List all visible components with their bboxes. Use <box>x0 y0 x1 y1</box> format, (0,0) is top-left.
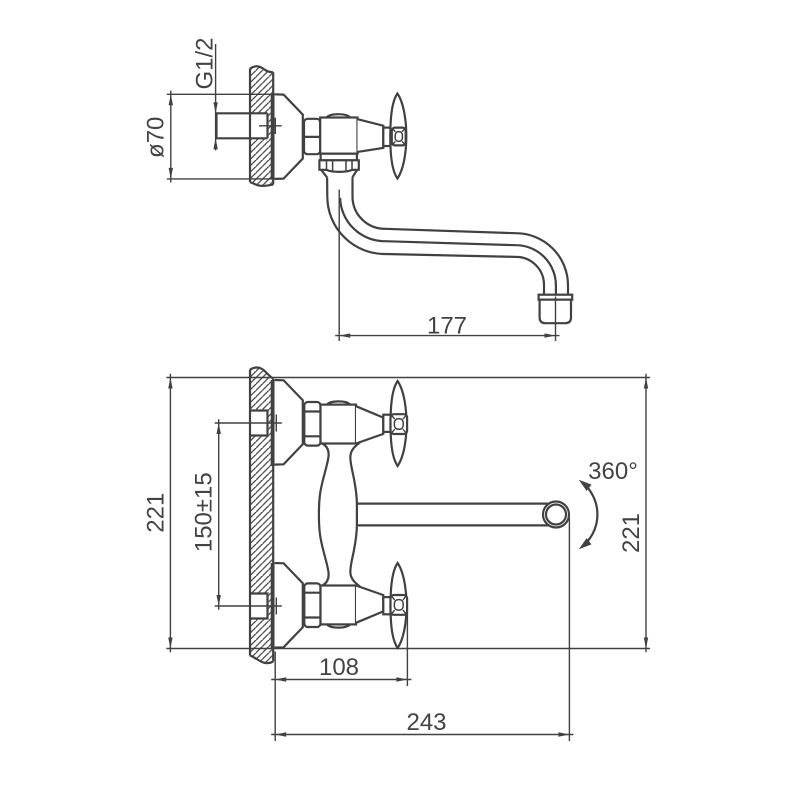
d221-extension-lines <box>166 376 650 650</box>
escutcheon-plan-bottom <box>274 561 304 649</box>
swivel-indicator: 360° <box>578 458 638 550</box>
side-elevation-view: ø70 G1/2 177 <box>143 37 574 341</box>
wall-outline <box>248 65 275 187</box>
body-dome-plan-bottom <box>326 623 352 629</box>
dim-label-221-right: 221 <box>618 513 645 553</box>
g12-arrow-bottom <box>213 138 218 150</box>
swivel-arrow-bottom <box>578 538 592 550</box>
bonnet-taper-plan-bottom <box>355 584 385 624</box>
bonnet-taper-plan-top <box>355 405 385 445</box>
d150-arrow-top <box>216 423 221 434</box>
hex-nut-plan-top <box>303 400 322 447</box>
pipe-centerline-cross <box>259 117 282 134</box>
dia70-arrow-bottom <box>168 167 173 179</box>
handwheel-hub-side <box>390 126 407 147</box>
dim-108: 108 <box>271 610 412 686</box>
spout-outer-line <box>326 177 546 295</box>
dim-flange-diameter: ø70 <box>143 90 284 183</box>
body-dome-plan-top <box>326 400 352 406</box>
body-dome <box>325 113 352 119</box>
dia70-extension-lines <box>166 93 284 180</box>
hub-corner-lines-side <box>392 128 405 145</box>
dim-221-right: 221 <box>618 373 649 653</box>
dim-243: 243 <box>271 517 574 741</box>
spout-pipe-plan-lines <box>356 502 551 527</box>
spout-middle-line <box>339 197 557 295</box>
dim-label-dia70: ø70 <box>143 117 170 158</box>
wall-hatch-area-plan <box>250 367 274 664</box>
d108-arrow-left <box>275 677 287 682</box>
wall-hatch-area <box>250 66 274 186</box>
hex-nut-facets-bottom <box>304 591 321 619</box>
dim-label-221-left: 221 <box>143 493 170 533</box>
dim-spout-reach: 177 <box>335 189 560 341</box>
d108-extension-lines <box>274 610 409 686</box>
wall-outline-plan <box>248 366 275 665</box>
coupling-nut <box>318 159 360 173</box>
handwheel-hub-inner-side <box>394 130 404 143</box>
dim-label-g12: G1/2 <box>192 37 219 89</box>
pipe-centerline-bottom <box>214 597 282 615</box>
d108-arrow-right <box>396 677 408 682</box>
spine-right-contour <box>349 441 362 588</box>
valve-plan-top <box>303 379 409 468</box>
hex-nut-facets-top <box>304 410 321 438</box>
hex-nut-plan-bottom <box>303 582 322 629</box>
d221L-arrow-bottom <box>168 637 173 649</box>
d150-arrow-bottom <box>216 595 221 606</box>
d177-extension-lines <box>338 189 557 341</box>
dim-thread: G1/2 <box>192 37 219 151</box>
g12-arrow-top <box>213 102 218 114</box>
wall-section-side <box>248 65 275 187</box>
valve-body-side <box>319 116 359 155</box>
dia70-arrow-top <box>168 94 173 106</box>
plan-view: 360° 221 150±15 221 <box>143 366 650 741</box>
dim-label-360: 360° <box>588 458 638 485</box>
dim-label-177: 177 <box>427 312 467 339</box>
escutcheon-plan-top <box>274 378 304 466</box>
dim-221-left: 221 <box>143 373 173 653</box>
d243-arrow-right <box>558 732 570 737</box>
swivel-arc <box>580 481 599 548</box>
d243-arrow-left <box>275 732 287 737</box>
dim-label-108: 108 <box>319 654 359 681</box>
dim-150: 150±15 <box>191 419 221 610</box>
handwheel-hub-inner-plan-top <box>393 418 404 431</box>
handwheel-hub-plan-top <box>389 413 409 436</box>
d221R-arrow-top <box>643 377 649 389</box>
spout-inner-line <box>351 177 570 295</box>
d243-extension-lines <box>274 517 571 741</box>
d221R-arrow-bottom <box>643 637 649 649</box>
d177-arrow-right <box>544 333 556 338</box>
spout-outlet-inner-circle <box>544 503 568 526</box>
wall-section-plan <box>248 366 275 665</box>
d221L-arrow-top <box>168 377 173 389</box>
bonnet-taper-side <box>357 118 385 153</box>
coupling-nut-facets <box>325 160 353 171</box>
swivel-arrow-top <box>578 479 592 491</box>
spout-plan <box>356 500 571 529</box>
dim-label-243: 243 <box>406 709 446 736</box>
hub-corner-lines-plan-top <box>391 415 407 433</box>
pipe-centerline-top <box>214 414 282 432</box>
spout-side <box>318 152 574 325</box>
handwheel-hub-plan-bottom <box>389 593 409 616</box>
valve-body-plan-bottom <box>319 584 358 626</box>
valve-body-plan-top <box>319 403 358 445</box>
valve-side <box>302 91 408 181</box>
valve-plan-bottom <box>303 561 409 650</box>
spine-left-contour <box>317 442 330 587</box>
dim-label-150: 150±15 <box>191 472 218 552</box>
flange-base-bar <box>270 94 275 179</box>
hub-corner-lines-plan-bottom <box>391 596 407 614</box>
mixer-body-plan <box>317 441 362 588</box>
escutcheon-side <box>274 93 304 180</box>
handwheel-hub-inner-plan-bottom <box>393 598 404 611</box>
spout-neck-taper <box>320 169 359 179</box>
d177-arrow-left <box>339 333 351 338</box>
